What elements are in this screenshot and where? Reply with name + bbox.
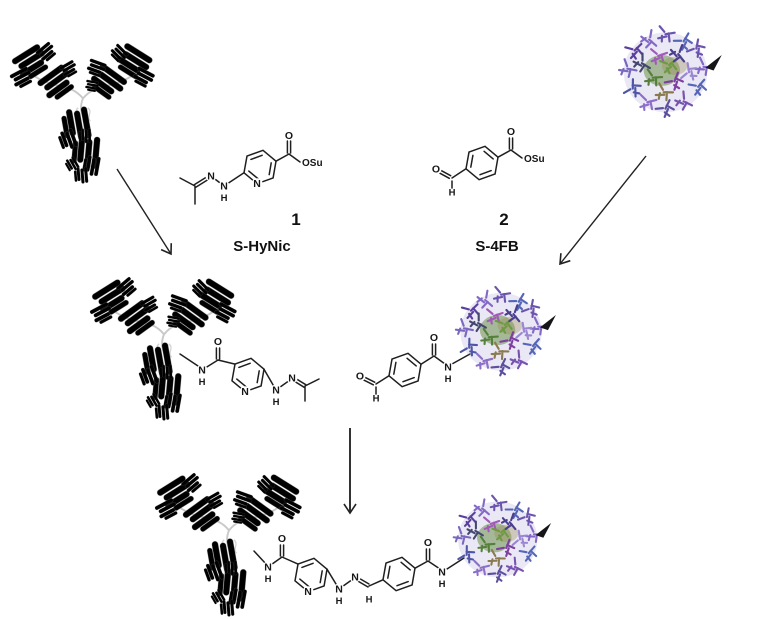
atom-label: N bbox=[220, 181, 228, 193]
atom-label: O bbox=[430, 332, 438, 344]
atom-label: H bbox=[445, 374, 452, 385]
atom-label: N bbox=[207, 171, 215, 183]
structure-s-hynic: N N H N O OSu bbox=[179, 130, 323, 205]
atom-label: OSu bbox=[302, 158, 323, 169]
atom-label: H bbox=[373, 394, 380, 405]
atom-label: H bbox=[273, 397, 280, 408]
compound-2-name: S-4FB bbox=[475, 238, 519, 255]
protein-in-conjugate bbox=[446, 486, 558, 598]
atom-label: H bbox=[199, 377, 206, 388]
atom-label: N bbox=[272, 385, 280, 397]
atom-label: O bbox=[214, 338, 222, 348]
protein-unmodified bbox=[611, 16, 729, 134]
structure-s-4fb: O H O OSu bbox=[430, 126, 545, 199]
protein-4fb-modified bbox=[448, 277, 563, 392]
atom-label: N bbox=[351, 572, 359, 584]
atom-label: N bbox=[198, 365, 206, 377]
atom-label: N bbox=[304, 586, 312, 598]
compound-1-name: S-HyNic bbox=[233, 238, 291, 255]
atom-label: N bbox=[444, 362, 452, 374]
atom-label: N bbox=[438, 567, 446, 579]
atom-label: N bbox=[288, 373, 296, 385]
compound-1-number: 1 bbox=[291, 210, 301, 229]
atom-label: N bbox=[264, 562, 272, 574]
atom-label: H bbox=[336, 596, 343, 607]
compound-2-number: 2 bbox=[499, 210, 509, 229]
atom-label: N bbox=[253, 178, 261, 190]
atom-label: O bbox=[424, 537, 432, 549]
antibody-unmodified bbox=[3, 25, 163, 185]
arrow-protein-to-4fb-protein bbox=[559, 155, 647, 266]
atom-label: H bbox=[221, 193, 228, 204]
atom-label: O bbox=[278, 533, 286, 545]
structure-hydrazone-linker: N H O N N H N H O N H bbox=[253, 533, 465, 607]
atom-label: OSu bbox=[524, 154, 545, 165]
atom-label: H bbox=[265, 574, 272, 585]
atom-label: H bbox=[449, 188, 456, 199]
atom-label: O bbox=[356, 371, 364, 383]
atom-label: O bbox=[432, 164, 440, 176]
atom-label: O bbox=[507, 126, 515, 138]
atom-label: H bbox=[439, 579, 446, 590]
structure-4fb-on-protein: O H O N H bbox=[354, 332, 471, 405]
atom-label: N bbox=[241, 386, 249, 398]
atom-label: O bbox=[285, 130, 293, 142]
atom-label: N bbox=[335, 584, 343, 596]
structure-hynic-on-antibody: N H O N N H N bbox=[179, 338, 320, 408]
atom-label: H bbox=[366, 595, 373, 606]
arrow-antibody-to-hynic-antibody bbox=[116, 168, 173, 256]
